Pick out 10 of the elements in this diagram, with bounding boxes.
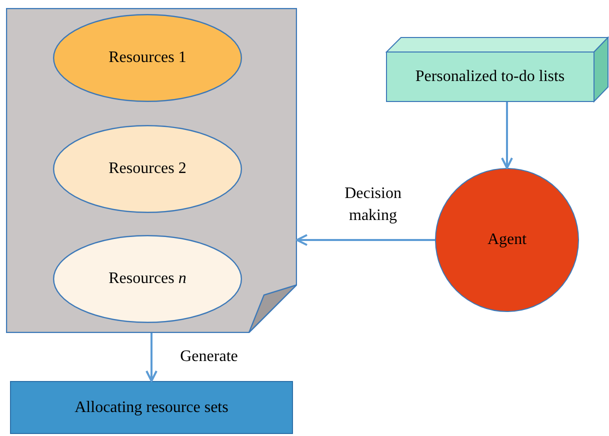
- process-box: [10, 381, 293, 434]
- arrow: [296, 234, 435, 246]
- node-label: Allocating resource sets: [74, 398, 228, 418]
- arrow: [146, 333, 158, 382]
- node-label: Resources 2: [108, 159, 186, 179]
- node-label: Resources 1: [108, 48, 186, 68]
- node-label: Personalized to-do lists: [415, 67, 565, 87]
- node-label: Resources n: [108, 269, 186, 289]
- node-label: Agent: [487, 230, 527, 250]
- arrow: [501, 102, 513, 169]
